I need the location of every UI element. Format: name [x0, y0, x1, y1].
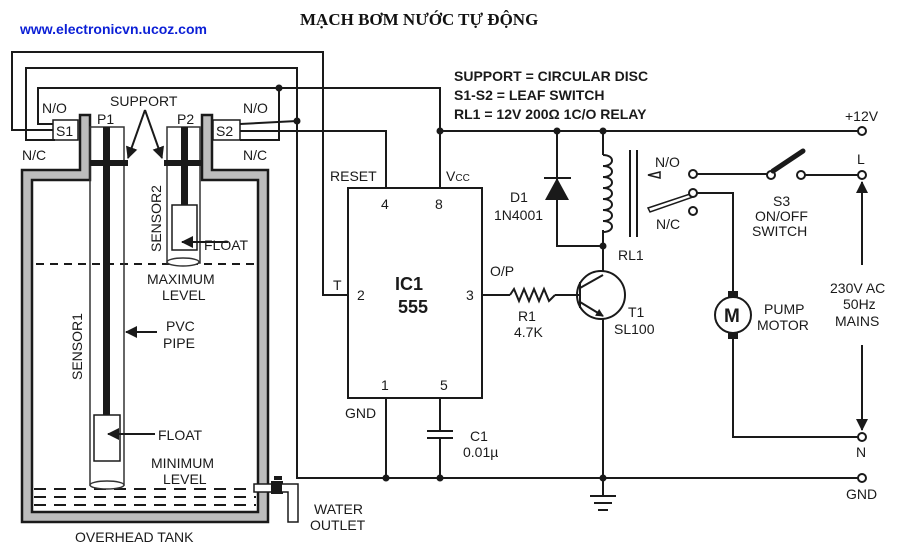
svg-text:N: N — [856, 444, 866, 460]
terminal-gnd — [857, 473, 867, 483]
terminal-l — [857, 170, 867, 180]
support-disc-2 — [164, 160, 202, 166]
svg-text:SL100: SL100 — [614, 321, 655, 337]
legend-support: SUPPORT = CIRCULAR DISC — [454, 68, 648, 84]
ground-symbol — [590, 495, 616, 511]
svg-text:N/C: N/C — [656, 216, 680, 232]
svg-text:SENSOR2: SENSOR2 — [148, 185, 164, 252]
svg-text:S1: S1 — [56, 123, 73, 139]
terminal-n — [857, 432, 867, 442]
legend-leaf-switch: S1-S2 = LEAF SWITCH — [454, 87, 605, 103]
svg-text:0.01µ: 0.01µ — [463, 444, 498, 460]
svg-text:L: L — [857, 151, 865, 167]
outlet-valve — [271, 481, 283, 494]
svg-text:FLOAT: FLOAT — [158, 427, 203, 443]
svg-text:PVC: PVC — [166, 318, 195, 334]
svg-text:N/C: N/C — [243, 147, 267, 163]
svg-text:R1: R1 — [518, 308, 536, 324]
svg-text:SWITCH: SWITCH — [752, 223, 807, 239]
svg-text:1: 1 — [381, 377, 389, 393]
svg-text:555: 555 — [398, 297, 428, 317]
terminal-12v — [857, 126, 867, 136]
svg-text:ON/OFF: ON/OFF — [755, 208, 808, 224]
relay-arm — [646, 191, 694, 213]
overhead-tank — [20, 109, 299, 524]
svg-text:MINIMUM: MINIMUM — [151, 455, 214, 471]
svg-text:RESET: RESET — [330, 168, 377, 184]
svg-text:IC1: IC1 — [395, 274, 423, 294]
svg-text:M: M — [724, 306, 740, 327]
svg-text:PUMP: PUMP — [764, 301, 804, 317]
sensor1-rod — [103, 127, 110, 415]
transistor-t1: T1 SL100 — [576, 270, 655, 337]
pump-motor: M PUMP MOTOR — [714, 291, 809, 339]
terminals: +12V L N GND 230V AC 50Hz MAINS — [830, 108, 885, 502]
svg-text:1N4001: 1N4001 — [494, 207, 543, 223]
junction-dots — [275, 84, 607, 482]
svg-text:N/O: N/O — [243, 100, 268, 116]
page-title: MẠCH BƠM NƯỚC TỰ ĐỘNG — [300, 10, 538, 29]
svg-text:+12V: +12V — [845, 108, 879, 124]
resistor-r1: R1 4.7K — [509, 286, 556, 340]
diode-d1: D1 1N4001 — [494, 177, 571, 223]
legend-notes: SUPPORT = CIRCULAR DISC S1-S2 = LEAF SWI… — [454, 68, 648, 122]
svg-text:OUTLET: OUTLET — [310, 517, 366, 533]
svg-text:O/P: O/P — [490, 263, 514, 279]
svg-text:LEVEL: LEVEL — [163, 471, 207, 487]
svg-text:S3: S3 — [773, 193, 790, 209]
svg-text:3: 3 — [466, 287, 474, 303]
svg-text:T1: T1 — [628, 304, 645, 320]
svg-text:4: 4 — [381, 196, 389, 212]
svg-text:GND: GND — [846, 486, 877, 502]
svg-text:OVERHEAD TANK: OVERHEAD TANK — [75, 529, 194, 545]
svg-text:VCC: VCC — [446, 168, 470, 184]
svg-text:N/O: N/O — [42, 100, 67, 116]
relay-rl1: RL1 N/O N/C — [602, 150, 698, 263]
support-disc-1 — [90, 160, 128, 166]
svg-text:MOTOR: MOTOR — [757, 317, 809, 333]
tank-labels: SUPPORT P1 P2 S1 S2 N/O N/O N/C N/C SENS… — [22, 93, 366, 545]
ic1-555: IC1 555 RESET VCC GND T O/P 4 8 2 3 1 5 — [330, 168, 514, 421]
svg-text:50Hz: 50Hz — [843, 296, 876, 312]
svg-text:MAXIMUM: MAXIMUM — [147, 271, 215, 287]
capacitor-c1: C1 0.01µ — [427, 428, 498, 460]
svg-text:LEVEL: LEVEL — [162, 287, 206, 303]
svg-text:4.7K: 4.7K — [514, 324, 543, 340]
svg-text:P2: P2 — [177, 111, 194, 127]
svg-text:S2: S2 — [216, 123, 233, 139]
sensor2-float — [171, 204, 198, 251]
svg-text:N/O: N/O — [655, 154, 680, 170]
svg-text:N/C: N/C — [22, 147, 46, 163]
svg-text:230V AC: 230V AC — [830, 280, 885, 296]
relay-coil — [602, 154, 613, 233]
svg-text:C1: C1 — [470, 428, 488, 444]
svg-text:PIPE: PIPE — [163, 335, 195, 351]
svg-text:2: 2 — [357, 287, 365, 303]
svg-text:T: T — [333, 277, 342, 293]
website-link[interactable]: www.electronicvn.ucoz.com — [19, 21, 207, 37]
svg-text:WATER: WATER — [314, 501, 363, 517]
legend-relay: RL1 = 12V 200Ω 1C/O RELAY — [454, 106, 647, 122]
svg-text:P1: P1 — [97, 111, 114, 127]
switch-s3[interactable]: S3 ON/OFF SWITCH — [752, 148, 808, 239]
svg-text:SUPPORT: SUPPORT — [110, 93, 178, 109]
svg-text:RL1: RL1 — [618, 247, 644, 263]
svg-text:D1: D1 — [510, 189, 528, 205]
wires — [11, 51, 862, 495]
svg-text:5: 5 — [440, 377, 448, 393]
svg-text:8: 8 — [435, 196, 443, 212]
svg-text:FLOAT: FLOAT — [204, 237, 249, 253]
svg-text:MAINS: MAINS — [835, 313, 879, 329]
svg-text:SENSOR1: SENSOR1 — [69, 313, 85, 380]
sensor1-float — [93, 414, 121, 462]
svg-text:GND: GND — [345, 405, 376, 421]
